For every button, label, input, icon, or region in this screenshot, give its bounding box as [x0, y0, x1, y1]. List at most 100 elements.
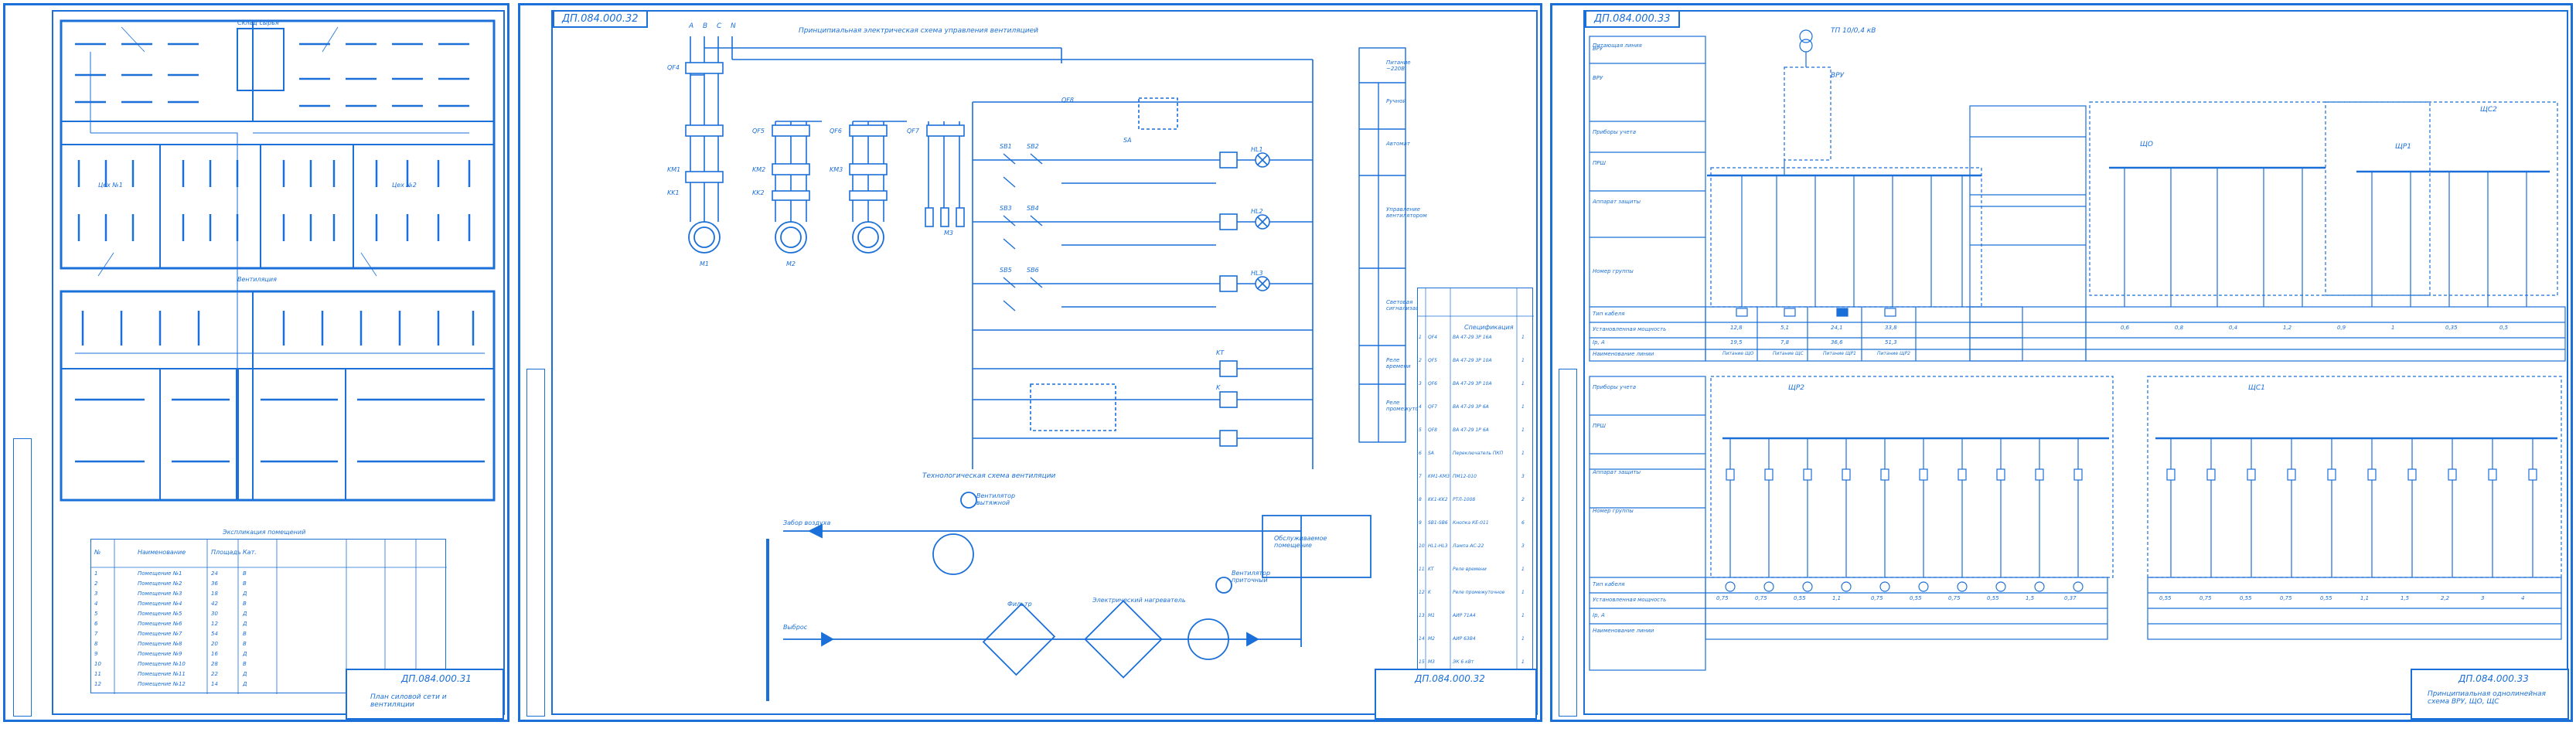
feeder-motor-symbol [1879, 581, 1890, 592]
phase-a: A [689, 22, 694, 30]
room-table-cell: 4 [94, 601, 98, 607]
component-label: SB4 [1027, 205, 1039, 212]
sheet-2-frame [551, 10, 1538, 715]
row-label: Приборы учета [1593, 129, 1637, 135]
feeder-motor-symbol [1841, 581, 1852, 592]
room-table-cell: 3 [94, 591, 98, 597]
power-value-bottom-right: 1,5 [2401, 595, 2410, 601]
power-value-right: 0,9 [2337, 325, 2346, 331]
power-value-right: 1,2 [2283, 325, 2292, 331]
room-table-cell: 8 [94, 641, 98, 647]
feeder-motor-symbol [2034, 581, 2045, 592]
row-label: Тип кабеля [1593, 311, 1625, 317]
legend-item: Управление вентилятором [1386, 206, 1427, 219]
feeder-breaker [2206, 468, 2216, 481]
room-table-cell: В [243, 631, 247, 637]
feeder-breaker [2287, 468, 2296, 481]
spec-cell-pos: 15 [1419, 659, 1425, 665]
room-table-cell: 10 [94, 661, 101, 667]
tech-label-supply-fan: Вентилятор приточный [1232, 570, 1271, 584]
sheet-1-frame [52, 10, 505, 715]
sheet-1-side-strip [13, 438, 32, 717]
component-label: QF7 [907, 128, 919, 134]
spec-cell-designation: QF6 [1428, 381, 1437, 386]
component-label: SB6 [1027, 267, 1039, 274]
room-table-cell: Д [243, 611, 247, 617]
room-table-header-cell: № [94, 549, 101, 556]
component-label: QF8 [1061, 97, 1074, 104]
room-table-cell: 12 [94, 681, 101, 687]
room-table-title: Экспликация помещений [223, 529, 306, 536]
feeder-breaker [1842, 468, 1851, 481]
spec-cell-name: ВА 47-29 3P 6А [1453, 404, 1489, 410]
sheet-1: Склад сырья Цех №1 Цех №2 Вентиляция Экс… [3, 3, 509, 722]
component-label: QF4 [667, 64, 680, 71]
tech-label-intake: Забор воздуха [783, 519, 831, 526]
room-table-cell: 16 [211, 651, 218, 657]
spec-cell-pos: 9 [1419, 520, 1422, 526]
sheet-1-title: План силовой сети и вентиляции [370, 693, 447, 709]
sheet-2-side-strip [526, 369, 545, 717]
feeder-motor-symbol [1725, 581, 1736, 592]
room-table-cell: Д [243, 681, 247, 687]
room-table-cell: В [243, 580, 247, 587]
spec-cell-name: ВА 47-29 3P 10А [1453, 358, 1492, 363]
power-value: 33,8 [1885, 325, 1897, 331]
spec-cell-qty: 1 [1521, 358, 1525, 363]
sheet-3-title: Принципиальная однолинейная схема ВРУ, Щ… [2428, 690, 2546, 706]
spec-cell-name: ВА 47-29 1P 6А [1453, 427, 1489, 433]
feeder-breaker [1726, 468, 1735, 481]
board-label: ЩС2 [2480, 106, 2497, 114]
sheet-1-title-block: ДП.084.000.31 План силовой сети и вентил… [346, 669, 504, 720]
spec-cell-designation: SB1-SB6 [1428, 520, 1448, 526]
spec-cell-pos: 8 [1419, 497, 1422, 502]
power-value-bottom-right: 0,75 [2280, 595, 2292, 601]
spec-cell-designation: KT [1428, 567, 1434, 572]
spec-cell-qty: 1 [1521, 590, 1525, 595]
spec-cell-pos: 11 [1419, 567, 1425, 572]
room-table-cell: 9 [94, 651, 98, 657]
row-label-lower: Iр, А [1593, 612, 1605, 618]
spec-cell-name: ЭК 6 кВт [1453, 659, 1474, 665]
power-value-right: 0,6 [2121, 325, 2130, 331]
spec-cell-pos: 3 [1419, 381, 1422, 386]
spec-cell-qty: 1 [1521, 659, 1525, 665]
feeder-breaker [2073, 468, 2083, 481]
room-table-cell: Помещение №6 [138, 621, 182, 627]
power-value-bottom-right: 0,55 [2240, 595, 2252, 601]
spec-cell-pos: 6 [1419, 451, 1422, 456]
spec-cell-qty: 3 [1521, 543, 1525, 549]
room-table-cell: Помещение №7 [138, 631, 182, 637]
board-label: ЩР2 [1788, 384, 1804, 392]
tech-label-exhaust: Выброс [783, 624, 808, 631]
spec-cell-name: ВА 47-29 3P 16А [1453, 335, 1492, 340]
room-table-cell: Помещение №12 [138, 681, 186, 687]
power-value-bottom-left: 1,5 [2026, 595, 2035, 601]
spec-cell-designation: QF7 [1428, 404, 1437, 410]
feeder-breaker [2035, 468, 2044, 481]
spec-cell-pos: 4 [1419, 404, 1422, 410]
component-label: KM1 [667, 166, 681, 173]
room-table-cell: 12 [211, 621, 218, 627]
spec-cell-designation: SA [1428, 451, 1434, 456]
sheet-3-stamp: ДП.084.000.33 [1585, 10, 1680, 28]
component-label: KK1 [667, 189, 680, 196]
feeder-motor-symbol [1957, 581, 1968, 592]
spec-cell-pos: 5 [1419, 427, 1422, 433]
feeder-breaker [2247, 468, 2256, 481]
spec-cell-designation: QF4 [1428, 335, 1437, 340]
feeder-breaker [2327, 468, 2336, 481]
room-table-cell: В [243, 661, 247, 667]
plan-label-1: Склад сырья [237, 19, 279, 26]
feeder-name: Питание ЩР2 [1877, 351, 1911, 356]
spec-cell-designation: KK1-KK2 [1428, 497, 1448, 502]
spec-cell-qty: 1 [1521, 451, 1525, 456]
component-label: QF6 [830, 128, 842, 134]
board-label: ЩС1 [2248, 384, 2265, 392]
row-label: Iр, А [1593, 339, 1605, 346]
row-label-lower: Установленная мощность [1593, 597, 1667, 603]
spec-cell-pos: 2 [1419, 358, 1422, 363]
legend-item: Световая сигнализация [1386, 299, 1426, 312]
spec-cell-designation: KM1-KM3 [1428, 474, 1450, 479]
feeder-breaker [1764, 468, 1774, 481]
